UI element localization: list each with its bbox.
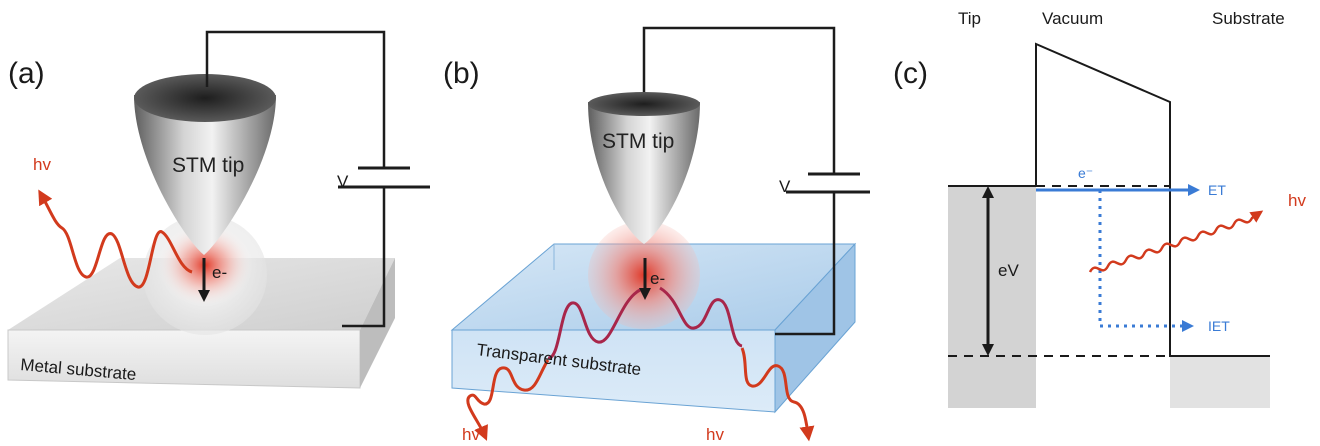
- stm-tip-a-label: STM tip: [172, 154, 244, 177]
- panel-a: (a) Metal substrate STM tip e- V hv: [7, 30, 430, 389]
- stm-tip-b-label: STM tip: [602, 130, 674, 153]
- panel-b-label: (b): [443, 57, 480, 90]
- panel-c-label: (c): [893, 57, 928, 90]
- stm-tip-b-top: [588, 92, 700, 116]
- stm-tip-a: [134, 95, 276, 255]
- photon-right-label-b: hv: [706, 425, 724, 444]
- circuit-wire-b: [642, 26, 836, 174]
- barrier-profile: [948, 42, 1270, 357]
- elastic-label: ET: [1208, 182, 1226, 198]
- metal-substrate: [7, 258, 395, 389]
- voltage-label-b: V: [779, 177, 791, 196]
- circuit-wire-a-lower: [342, 187, 386, 328]
- circuit-wire-b-lower: [775, 192, 836, 336]
- circuit-wire-a: [205, 30, 386, 168]
- inelastic-label: IET: [1208, 318, 1230, 334]
- photon-left-label-b: hv: [462, 425, 480, 444]
- photon-wave-a: [38, 189, 193, 289]
- photon-wave-b-right: [740, 347, 815, 442]
- photon-label-a: hv: [33, 155, 51, 174]
- stm-tip-a-top: [134, 74, 276, 122]
- electron-label-c: e⁻: [1078, 165, 1093, 181]
- voltage-label-a: V: [337, 172, 349, 191]
- substrate-header: Substrate: [1212, 9, 1285, 28]
- photon-wave-b-internal: [547, 286, 743, 360]
- tip-filled-states: [948, 186, 1036, 408]
- electron-label-a: e-: [212, 263, 227, 282]
- photon-label-c: hv: [1288, 191, 1306, 210]
- substrate-filled-states: [1170, 356, 1270, 408]
- panel-c: (c) Tip Vacuum Substrate eV e⁻ ET IET hv: [893, 9, 1306, 408]
- panel-a-label: (a): [8, 57, 45, 90]
- inelastic-tunneling-arrow: [1098, 190, 1194, 332]
- vacuum-header: Vacuum: [1042, 9, 1103, 28]
- stm-tip-b: [588, 102, 700, 244]
- photon-wave-c: [1088, 210, 1264, 273]
- tip-header: Tip: [958, 9, 981, 28]
- photon-wave-b-left: [466, 359, 550, 441]
- panel-b: (b) Transparent substrate STM tip e- V h…: [443, 26, 870, 444]
- electron-label-b: e-: [650, 269, 665, 288]
- bias-label: eV: [998, 261, 1019, 280]
